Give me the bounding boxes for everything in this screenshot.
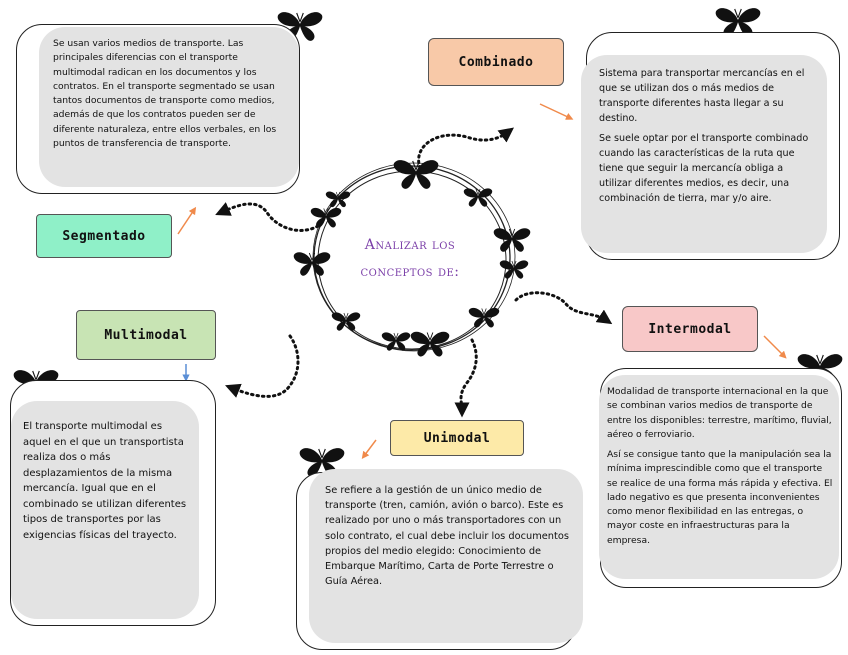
- segmentado-description: Se usan varios medios de transporte. Las…: [53, 38, 277, 149]
- combinado-description-2: Se suele optar por el transporte combina…: [599, 133, 809, 204]
- dotted-arrows: [215, 127, 613, 418]
- central-title-line1: Analizar los: [364, 237, 456, 253]
- central-title: Analizar los conceptos de:: [350, 232, 470, 285]
- segmentado-card: Se usan varios medios de transporte. Las…: [16, 24, 300, 194]
- label-combinado: Combinado: [428, 38, 564, 86]
- label-arrows: [177, 103, 787, 459]
- intermodal-card: Modalidad de transporte internacional en…: [599, 368, 842, 588]
- label-segmentado: Segmentado: [36, 214, 172, 258]
- unimodal-card: Se refiere a la gestión de un único medi…: [296, 469, 583, 650]
- label-multimodal: Multimodal: [76, 310, 216, 360]
- intermodal-description-2: Así se consigue tanto que la manipulació…: [607, 449, 833, 546]
- label-intermodal: Intermodal: [622, 306, 758, 352]
- multimodal-card: El transporte multimodal es aquel en el …: [10, 380, 216, 626]
- central-title-line2: conceptos de:: [360, 263, 460, 280]
- intermodal-description-1: Modalidad de transporte internacional en…: [607, 386, 832, 440]
- combinado-card: Sistema para transportar mercancías en e…: [581, 32, 840, 260]
- unimodal-description: Se refiere a la gestión de un único medi…: [325, 485, 569, 588]
- combinado-description-1: Sistema para transportar mercancías en e…: [599, 68, 805, 124]
- label-unimodal: Unimodal: [390, 420, 524, 456]
- multimodal-description: El transporte multimodal es aquel en el …: [23, 421, 187, 541]
